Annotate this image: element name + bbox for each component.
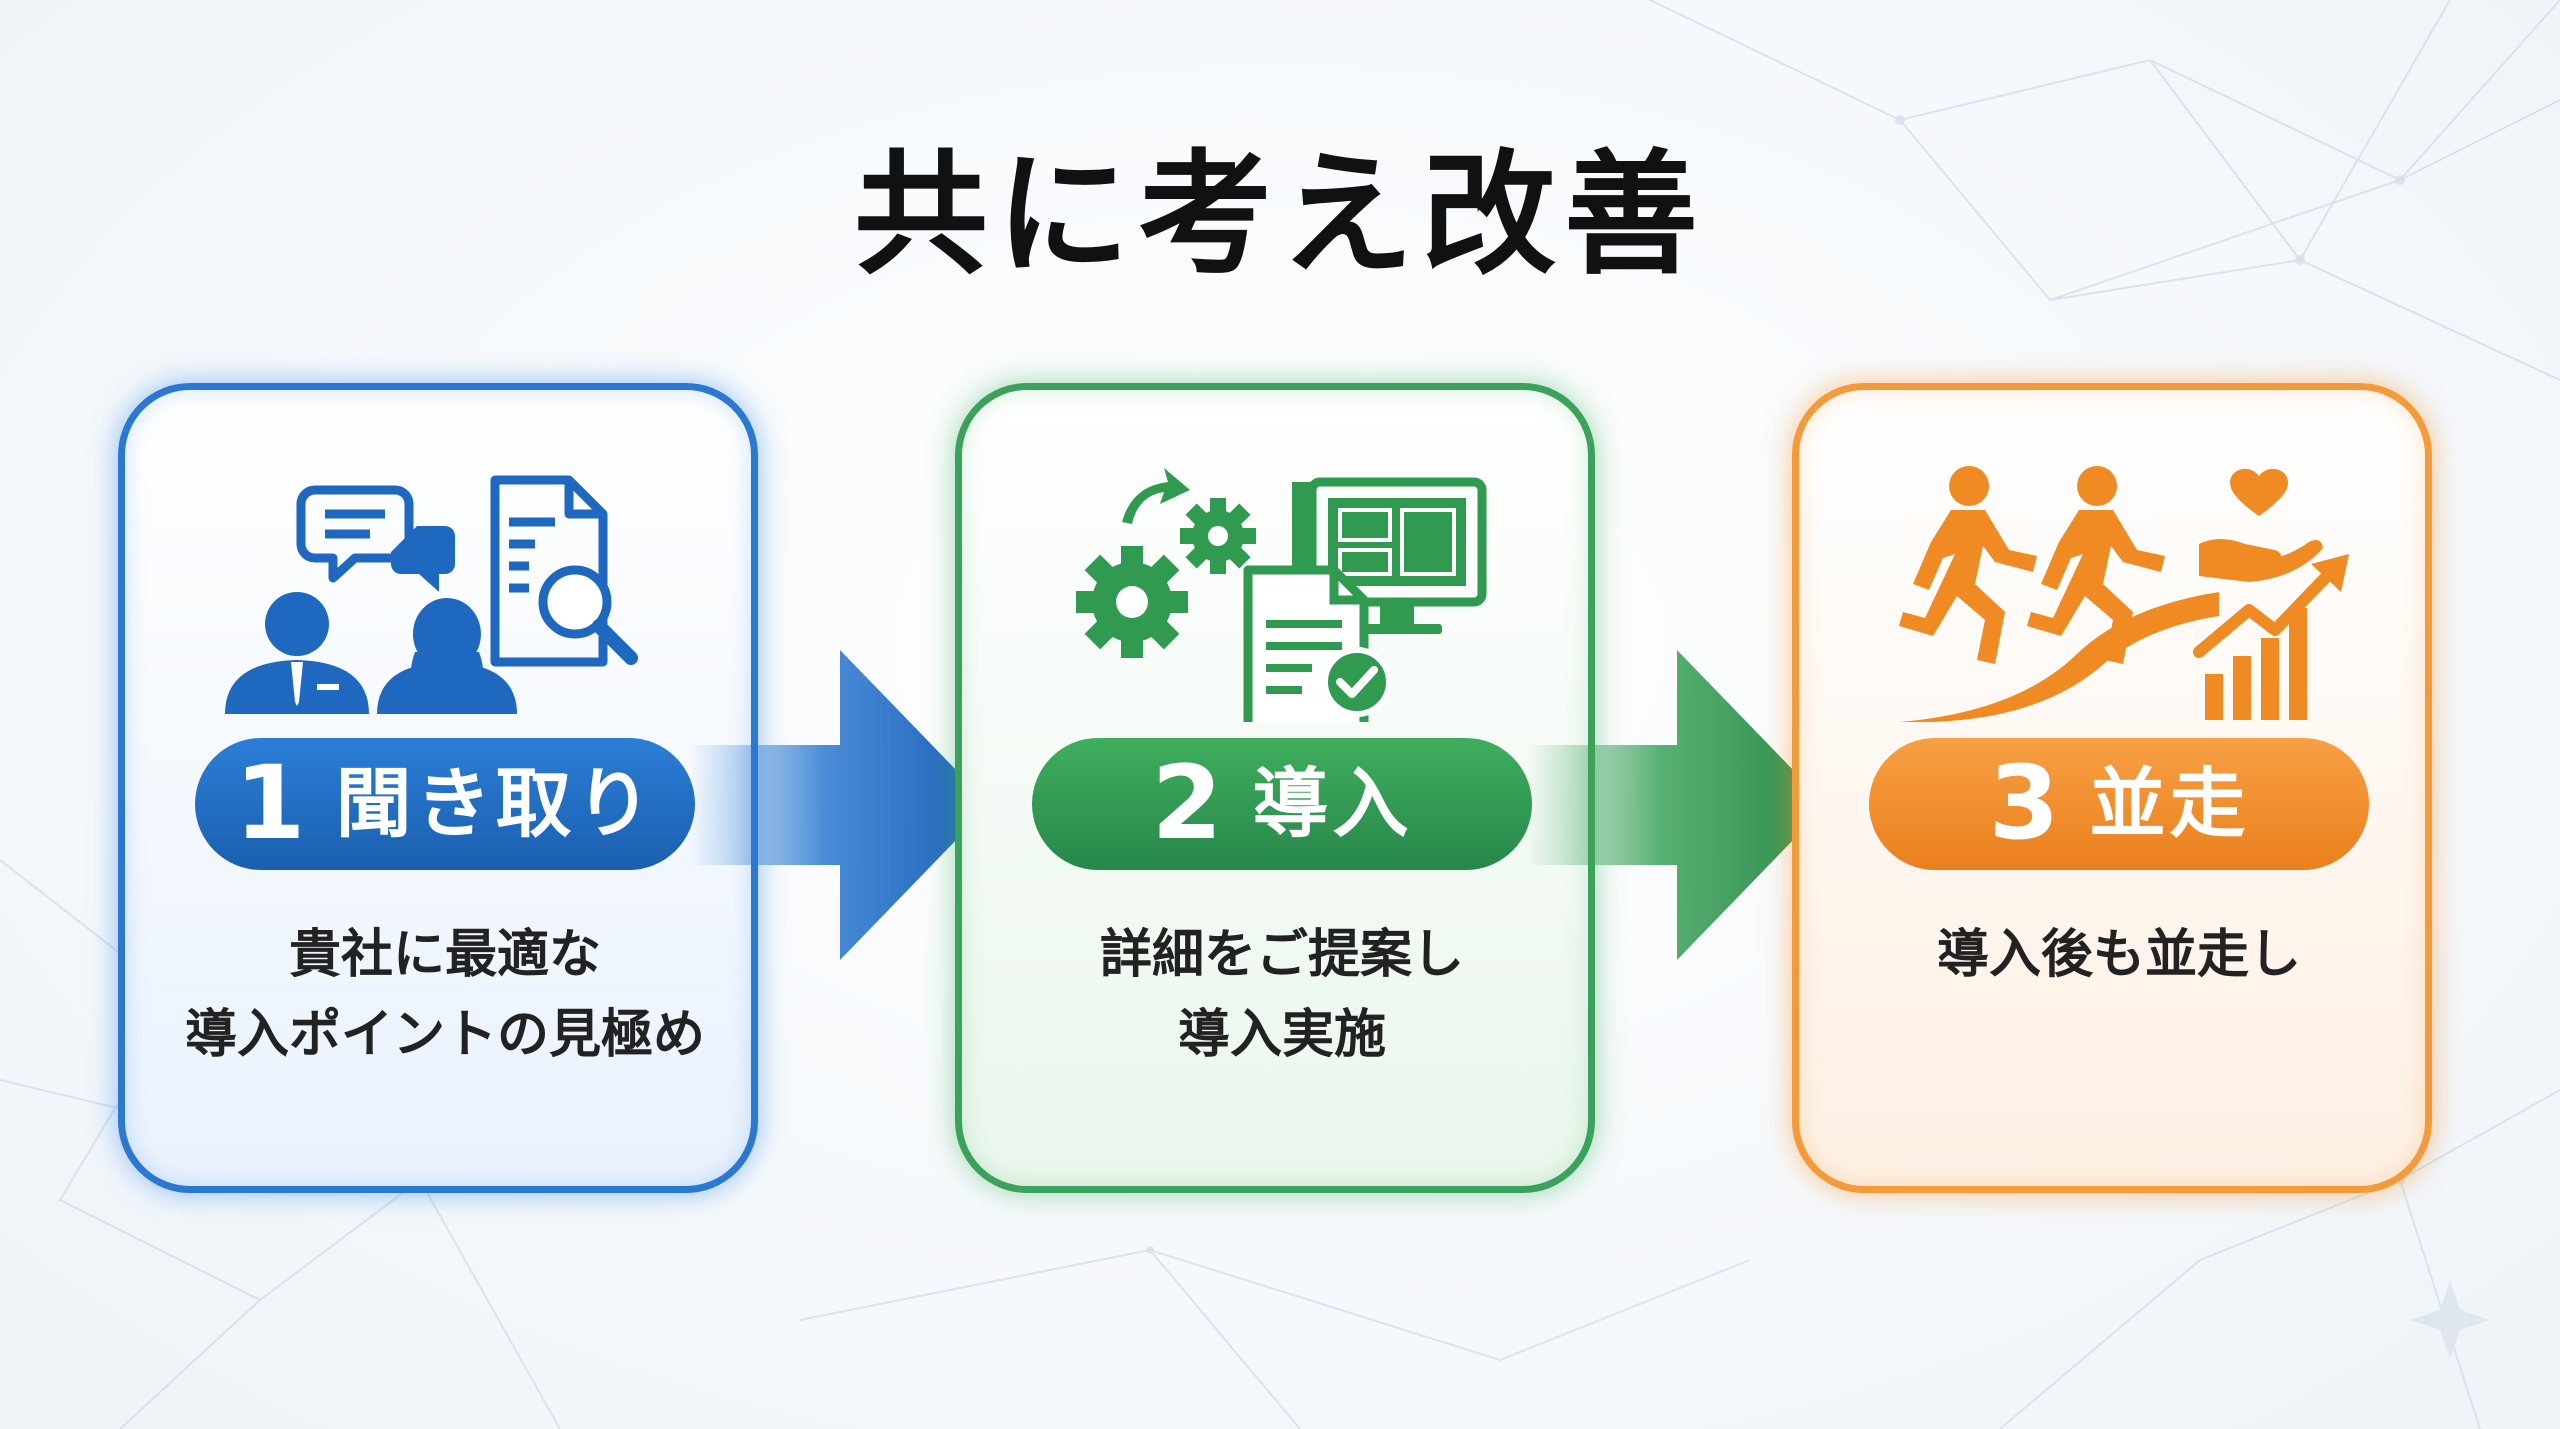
businessman-icon [225, 592, 369, 714]
arrow-right-icon [1527, 650, 1827, 960]
path-road-icon [1899, 592, 2219, 722]
arrow-right-icon [690, 650, 990, 960]
support-icons [1899, 466, 2349, 722]
step-description: 詳細をご提案し 導入実施 [982, 915, 1582, 1075]
step-number: 2 [1151, 744, 1223, 863]
description-line: 導入ポイントの見極め [184, 1005, 705, 1065]
step-label: 並走 [2089, 759, 2250, 848]
chat-bubbles-icon [296, 485, 414, 583]
gears-icon [1076, 468, 1256, 658]
step-card-support: 3 並走 導入後も並走し [1792, 383, 2432, 1193]
chat-bubble-small-icon [391, 526, 455, 592]
step-label: 聞き取り [335, 759, 656, 848]
description-line: 貴社に最適な [288, 925, 601, 985]
approved-document-icon [1243, 565, 1392, 722]
step-label: 導入 [1252, 759, 1413, 848]
running-people-icon [1899, 466, 2165, 664]
document-magnifier-icon [490, 475, 638, 667]
step-pill-implementation: 2 導入 [1032, 738, 1532, 870]
step-number: 1 [234, 744, 306, 863]
step-description: 導入後も並走し [1819, 915, 2419, 995]
step-description: 貴社に最適な 導入ポイントの見極め [145, 915, 745, 1075]
step-pill-support: 3 並走 [1869, 738, 2369, 870]
step-pill-hearing: 1 聞き取り [195, 738, 695, 870]
businesswoman-icon [377, 598, 517, 714]
monitor-blueprint-icon [1292, 477, 1487, 634]
growth-chart-icon [2193, 554, 2349, 720]
description-line: 導入実施 [1177, 1005, 1386, 1065]
step-card-hearing: 1 聞き取り 貴社に最適な 導入ポイントの見極め [118, 383, 758, 1193]
implementation-icons [1076, 468, 1487, 722]
hearing-icons [225, 475, 638, 714]
description-line: 詳細をご提案し [1099, 925, 1464, 985]
description-line: 導入後も並走し [1936, 925, 2301, 985]
step-number: 3 [1988, 744, 2060, 863]
page-title: 共に考え改善 [853, 137, 1706, 293]
hand-heart-icon [2199, 468, 2323, 582]
step-card-implementation: 2 導入 詳細をご提案し 導入実施 [955, 383, 1595, 1193]
